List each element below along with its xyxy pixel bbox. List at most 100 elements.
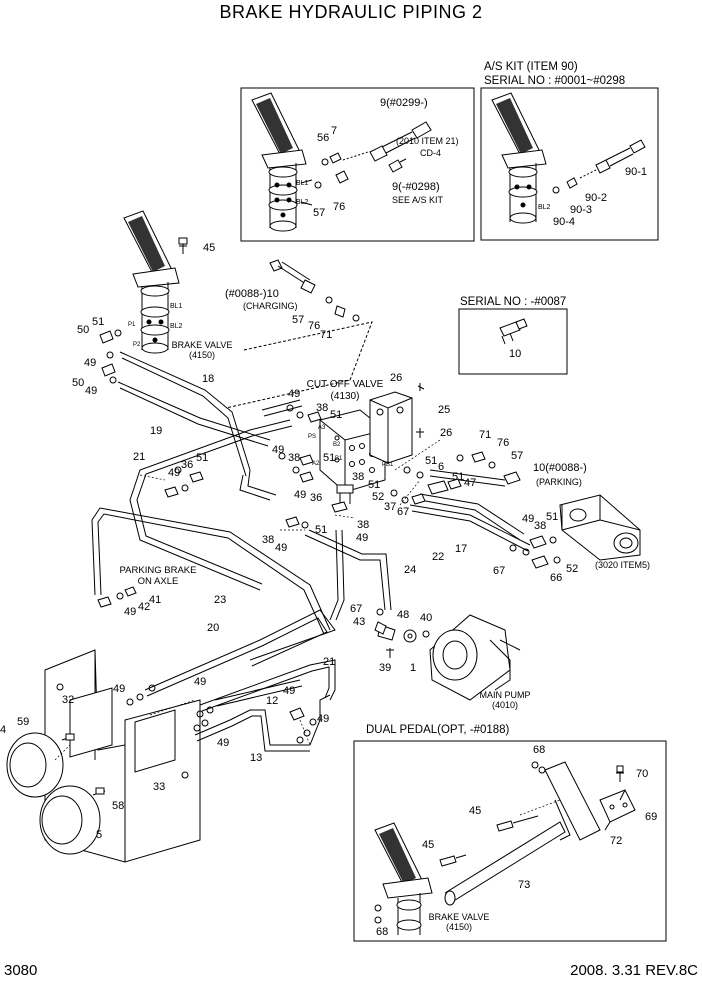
main-pump [377,614,521,701]
callout-12: 12 [266,695,279,707]
callout-57c: 57 [511,450,524,462]
as-kit-title: A/S KIT (ITEM 90) [484,61,578,73]
callout-38c: 38 [352,471,365,483]
port-p2: P2 [133,342,141,348]
callout-24: 24 [404,564,417,576]
brake-valve-caption: BRAKE VALVE(4150) [171,340,233,361]
callout-70: 70 [636,768,649,780]
parking-caption: (PARKING) [536,477,582,487]
callout-71b: 71 [479,429,492,441]
port-a3: A3 [318,425,326,431]
callout-67: 67 [397,506,410,518]
callout-9-new: 9(#0299-) [380,97,428,109]
callout-38e-side: 38 [262,534,275,546]
callout-90-4: 90-4 [553,216,576,228]
dual-pedal-title: DUAL PEDAL(OPT, -#0188) [366,724,510,736]
callout-10-parking: 10(#0088-) [533,462,587,474]
charging-caption: (CHARGING) [243,301,298,311]
callout-67c: 67 [350,603,363,615]
callout-37: 37 [384,501,397,513]
callout-36: 36 [181,459,194,471]
port-p1: P1 [128,322,136,328]
callout-71: 71 [320,329,333,341]
port-bl1-main: BL1 [170,303,183,310]
callout-18: 18 [202,373,215,385]
callout-6: 6 [438,461,445,473]
port-b1: B1 [335,456,343,462]
port-bl2: BL2 [296,199,309,206]
callout-49i: 49 [522,513,535,525]
charging-fitting [225,259,373,409]
callout-49n: 49 [317,713,330,725]
page-title: BRAKE HYDRAULIC PIPING 2 [219,2,483,22]
callout-49b: 49 [85,385,98,397]
callout-33: 33 [153,781,166,793]
see-as-kit-caption: SEE A/S KIT [392,195,444,205]
callout-49e: 49 [272,444,285,456]
callout-45b: 45 [469,805,482,817]
callout-47: 47 [464,477,477,489]
as-kit-serial: SERIAL NO : #0001~#0298 [484,75,626,87]
cut-off-valve [319,383,425,504]
callout-19: 19 [150,425,163,437]
callout-23: 23 [214,594,227,606]
callout-76c: 76 [497,437,510,449]
inset-pedal-drawing [251,92,432,232]
inset-pedal-frame [240,87,475,242]
callout-50b: 50 [72,377,85,389]
callout-51b: 51 [330,409,343,421]
inset-dual-pedal-frame [353,740,667,942]
callout-49h: 49 [275,542,288,554]
dual-brake-valve-caption: BRAKE VALVE(4150) [428,912,490,933]
callout-52b: 52 [566,563,579,575]
callout-36b: 36 [310,492,323,504]
callout-57b: 57 [292,314,305,326]
callout-73: 73 [518,879,531,891]
callout-76b: 76 [308,320,321,332]
callout-48: 48 [397,609,410,621]
callout-51d: 51 [323,452,336,464]
date-revision: 2008. 3.31 REV.8C [570,962,698,979]
callout-20: 20 [207,622,220,634]
inset-serial-0087-frame [458,308,568,375]
hoses [91,351,531,752]
callout-13: 13 [250,752,263,764]
inset-as-kit-drawing [491,92,646,224]
serial-0087-fitting [499,318,528,345]
leader-lines [54,439,441,761]
callout-42: 42 [138,601,151,613]
callout-49: 49 [84,357,97,369]
callout-5: 5 [96,829,103,841]
callout-76: 76 [333,201,346,213]
callout-58: 58 [112,800,125,812]
callout-38b: 38 [288,452,301,464]
callout-69: 69 [645,811,658,823]
callout-38: 38 [316,402,329,414]
callout-49o: 49 [217,737,230,749]
callout-68b: 68 [376,926,389,938]
callout-39: 39 [379,662,392,674]
callout-25: 25 [438,404,451,416]
callout-17: 17 [455,543,468,555]
callout-49k: 49 [113,683,126,695]
callout-67b: 67 [493,565,506,577]
callout-72: 72 [610,835,623,847]
callout-43: 43 [353,616,366,628]
callout-49c: 49 [288,388,301,400]
dual-pedal-drawing [374,761,636,935]
callout-45c: 45 [422,839,435,851]
callout-51i: 51 [546,511,559,523]
callout-32: 32 [62,694,75,706]
port-a2: A2 [312,461,320,467]
callout-68: 68 [533,744,546,756]
callout-49l: 49 [194,676,207,688]
callout-9-old: 9(-#0298) [392,181,440,193]
port-bl2-kit: BL2 [538,204,551,211]
serial-0087-title: SERIAL NO : -#0087 [460,296,567,308]
port-ps: PS [308,434,317,440]
callout-22: 22 [432,551,445,563]
callout-51: 51 [92,316,105,328]
callout-50: 50 [77,324,90,336]
